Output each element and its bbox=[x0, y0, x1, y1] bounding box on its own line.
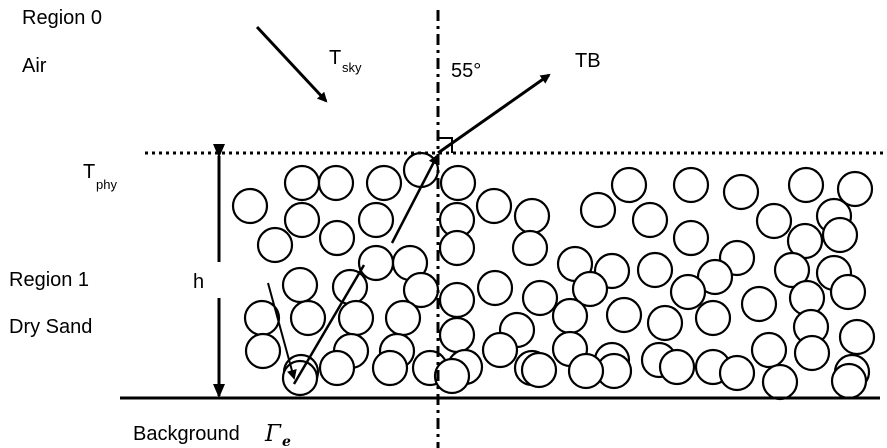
right-angle-marker bbox=[438, 137, 453, 153]
sand-particle bbox=[439, 164, 477, 202]
region0-label: Region 0 bbox=[22, 7, 102, 29]
air-label: Air bbox=[22, 55, 47, 77]
sand-particle bbox=[433, 357, 471, 395]
sand-particle bbox=[787, 166, 825, 204]
sand-particle bbox=[481, 331, 519, 369]
reflected-ray-upper bbox=[390, 154, 439, 244]
gamma-label: Γ bbox=[264, 421, 282, 447]
sand-particle bbox=[658, 348, 696, 386]
sand-particle bbox=[357, 244, 395, 282]
sand-particle bbox=[821, 216, 859, 254]
sand-particles bbox=[231, 151, 876, 401]
region1-label: Region 1 bbox=[9, 269, 89, 291]
background-label: Background bbox=[133, 423, 240, 445]
sand-particle bbox=[256, 226, 294, 264]
sand-particle bbox=[438, 316, 476, 354]
sand-particle bbox=[579, 191, 617, 229]
sand-particle bbox=[513, 197, 551, 235]
incident-ray-in-sand bbox=[267, 282, 297, 380]
sand-particle bbox=[631, 201, 669, 239]
sand-particle bbox=[793, 334, 831, 372]
sand-particle bbox=[511, 229, 549, 267]
sand-particle bbox=[318, 349, 356, 387]
sand-particle bbox=[521, 279, 559, 317]
tb-label: TB bbox=[575, 50, 601, 72]
sand-particle bbox=[836, 170, 874, 208]
sand-particle bbox=[838, 318, 876, 356]
sand-particle bbox=[567, 352, 605, 390]
sand-particle bbox=[231, 187, 269, 225]
tsky-label: T bbox=[329, 47, 341, 69]
sand-particle bbox=[718, 354, 756, 392]
tphy-label: T bbox=[83, 161, 95, 183]
height-label-gap bbox=[210, 262, 228, 298]
tsky-subscript: sky bbox=[342, 60, 362, 75]
sand-particle bbox=[551, 297, 589, 335]
dry-sand-label: Dry Sand bbox=[9, 316, 92, 338]
sand-particle bbox=[281, 266, 319, 304]
sand-particle bbox=[244, 332, 282, 370]
sand-particle bbox=[669, 273, 707, 311]
gamma-subscript: e bbox=[282, 434, 291, 448]
sky-radiation-arrow bbox=[255, 25, 328, 103]
sand-particle bbox=[365, 164, 403, 202]
sand-particle bbox=[289, 299, 327, 337]
sand-particle bbox=[694, 299, 732, 337]
sand-particle bbox=[476, 269, 514, 307]
sand-particle bbox=[283, 164, 321, 202]
sand-particle bbox=[384, 299, 422, 337]
tphy-subscript: phy bbox=[96, 177, 117, 192]
sand-particle bbox=[773, 251, 811, 289]
h-label: h bbox=[193, 271, 204, 293]
sand-particle bbox=[438, 281, 476, 319]
sand-particle bbox=[672, 166, 710, 204]
sand-particle bbox=[475, 187, 513, 225]
sand-particle bbox=[571, 270, 609, 308]
sand-particle bbox=[636, 251, 674, 289]
sand-particle bbox=[829, 273, 867, 311]
sand-particle bbox=[402, 151, 440, 189]
sand-particle bbox=[283, 201, 321, 239]
sand-particle bbox=[755, 202, 793, 240]
sand-particle bbox=[317, 164, 355, 202]
sand-particle bbox=[672, 219, 710, 257]
sand-particle bbox=[357, 201, 395, 239]
sand-particle bbox=[740, 285, 778, 323]
sand-particle bbox=[750, 331, 788, 369]
sand-particle bbox=[281, 359, 319, 397]
angle-label: 55° bbox=[451, 60, 481, 82]
sand-particle bbox=[438, 229, 476, 267]
sand-particle bbox=[318, 219, 356, 257]
sand-particle bbox=[337, 299, 375, 337]
sand-particle bbox=[761, 363, 799, 401]
sand-particle bbox=[646, 304, 684, 342]
sand-particle bbox=[371, 349, 409, 387]
sand-particle bbox=[722, 173, 760, 211]
tb-emission-arrow bbox=[437, 73, 551, 155]
sand-particle bbox=[520, 351, 558, 389]
sand-particle bbox=[610, 166, 648, 204]
sand-particle bbox=[830, 362, 868, 400]
sand-particle bbox=[605, 296, 643, 334]
reflected-ray-lower bbox=[292, 264, 366, 385]
